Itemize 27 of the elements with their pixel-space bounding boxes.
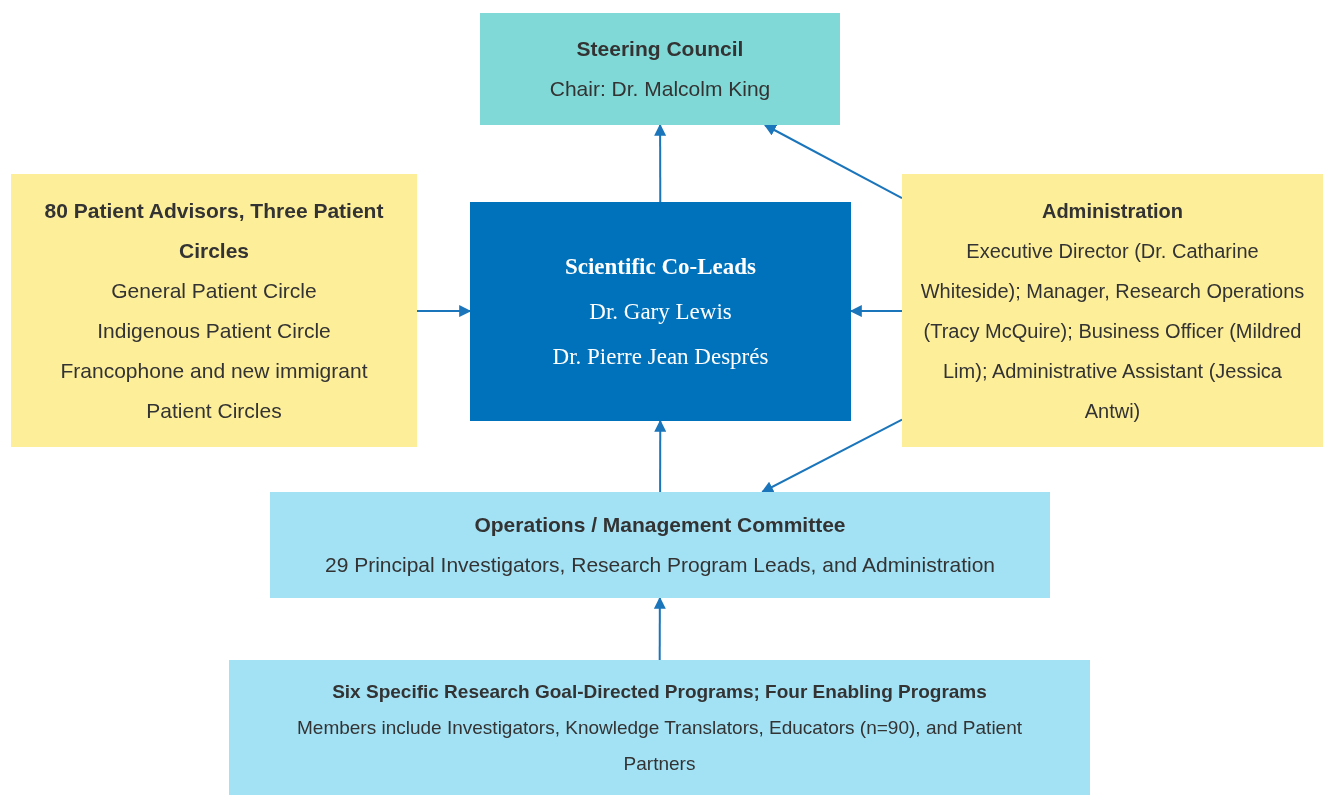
- org-box: [229, 660, 1090, 795]
- box-text: Francophone and new immigrant Patient Circles: [59, 357, 369, 424]
- box-heading: Administration: [1041, 198, 1184, 224]
- box-text: Executive Director (Dr. Catharine Whiteside); Manager, Research Operations (Tracy McQuire); Business Officer (Mildred Lim); Administrative Assistant (Jessica Antwi): [919, 238, 1306, 424]
- box-heading: 80 Patient Advisors, Three Patient Circles: [43, 197, 385, 264]
- box-text: Chair: Dr. Malcolm King: [549, 76, 771, 102]
- box-text: Indigenous Patient Circle: [97, 317, 331, 344]
- box-text: 29 Principal Investigators, Research Program Leads, and Administration: [325, 552, 995, 578]
- box-text: Dr. Pierre Jean Després: [552, 343, 769, 371]
- box-text: General Patient Circle: [111, 277, 317, 304]
- org-box: [480, 13, 840, 125]
- arrow: [653, 596, 666, 661]
- box-heading: Steering Council: [576, 36, 744, 62]
- org-box: [11, 174, 417, 447]
- box-heading: Scientific Co-Leads: [565, 253, 756, 281]
- arrow: [761, 418, 903, 493]
- arrow: [654, 123, 667, 203]
- org-box: [470, 202, 851, 421]
- arrow: [416, 305, 472, 318]
- box-text: Dr. Gary Lewis: [589, 298, 732, 326]
- arrow: [763, 124, 903, 200]
- box-heading: Six Specific Research Goal-Directed Programs; Four Enabling Programs: [332, 679, 987, 704]
- box-heading: Operations / Management Committee: [474, 512, 846, 538]
- org-box: [902, 174, 1323, 447]
- arrow: [654, 419, 667, 493]
- box-text: Members include Investigators, Knowledge Translators, Educators (n=90), and Patient Partners: [296, 715, 1023, 776]
- org-box: [270, 492, 1050, 598]
